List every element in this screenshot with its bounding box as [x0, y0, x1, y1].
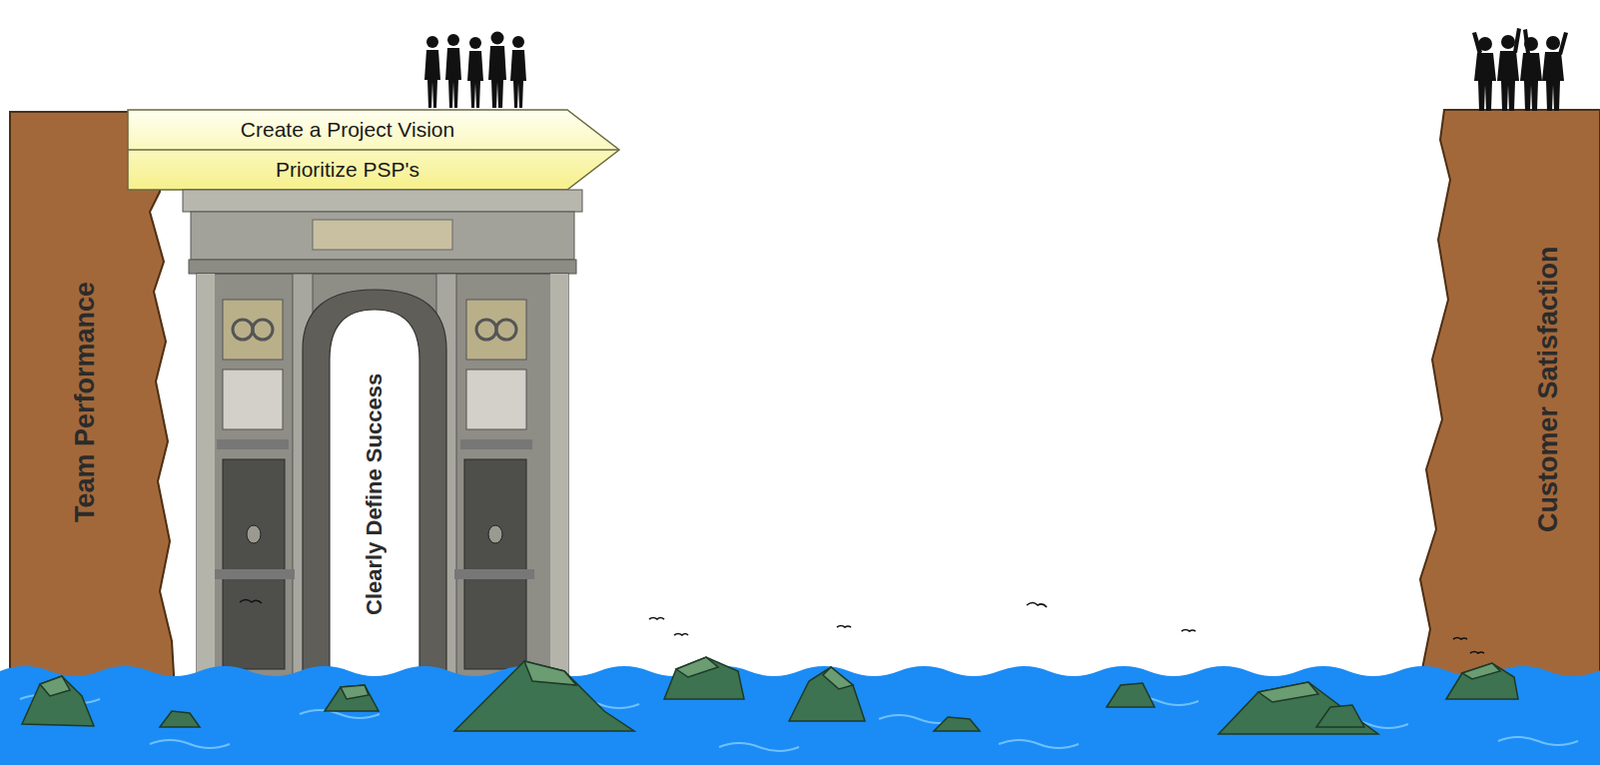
cliff-left: Team Performance [9, 111, 175, 692]
cliff-right: Customer Satisfaction [1418, 109, 1600, 690]
sea [0, 666, 1600, 765]
team-figures [424, 31, 527, 109]
arch-gate: Clearly Define Success [182, 189, 583, 680]
birds [239, 600, 1485, 655]
vertical-label: Clearly Define Success [342, 319, 407, 670]
customer-figures [1472, 27, 1569, 111]
banner-label: Prioritize PSP's [127, 149, 568, 190]
cliff-right-outline [1418, 109, 1600, 690]
vertical-label: Team Performance [54, 151, 115, 652]
waves [19, 695, 1579, 752]
vertical-label: Customer Satisfaction [1518, 139, 1579, 640]
vision-banner: Create a Project VisionPrioritize PSP's [127, 109, 620, 190]
banner-label: Create a Project Vision [127, 109, 568, 150]
rocks [21, 657, 1519, 735]
